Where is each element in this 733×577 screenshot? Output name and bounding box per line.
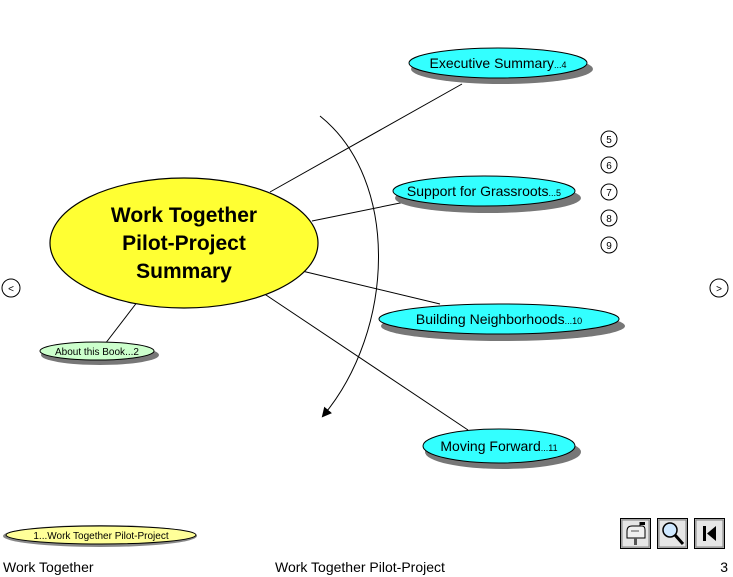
flow-arrow (319, 115, 379, 418)
branch-page-ref: ...11 (541, 443, 558, 453)
svg-text:9: 9 (606, 241, 612, 252)
connector-moving-forward (262, 292, 469, 431)
about-label: About this Book (55, 347, 126, 358)
svg-text:Support for Grassroots...5: Support for Grassroots...5 (407, 183, 561, 199)
svg-text:>: > (716, 284, 722, 295)
svg-text:Building Neighborhoods...10: Building Neighborhoods...10 (416, 311, 582, 327)
about-this-book-node[interactable]: About this Book...2 (39, 341, 159, 365)
previous-page-button[interactable]: < (1, 278, 21, 298)
branch-label: Support for Grassroots (407, 183, 549, 199)
footer-left-title: Work Together (3, 559, 94, 575)
branch-support-grassroots[interactable]: Support for Grassroots...5 (392, 175, 581, 213)
svg-text:Moving Forward...11: Moving Forward...11 (440, 438, 557, 454)
svg-text:6: 6 (606, 161, 612, 172)
first-page-button[interactable] (694, 518, 725, 549)
main-topic-line-2: Pilot-Project (122, 232, 246, 255)
branch-executive-summary[interactable]: Executive Summary...4 (408, 47, 593, 84)
branch-building-neighborhoods[interactable]: Building Neighborhoods...10 (378, 303, 625, 341)
svg-text:Executive Summary...4: Executive Summary...4 (430, 55, 567, 71)
next-page-button[interactable]: > (709, 278, 729, 298)
subpage-7-button[interactable]: 7 (600, 183, 618, 201)
branch-label: Executive Summary (430, 55, 554, 71)
breadcrumb-parent-node[interactable]: 1...Work Together Pilot-Project (3, 525, 197, 547)
svg-text:About this Book...2: About this Book...2 (55, 347, 139, 358)
svg-text:7: 7 (606, 188, 612, 199)
subpage-8-button[interactable]: 8 (600, 209, 618, 227)
main-topic-line-1: Work Together (111, 204, 257, 227)
main-topic-line-3: Summary (136, 260, 232, 283)
subpage-9-button[interactable]: 9 (600, 236, 618, 254)
first-page-icon (694, 518, 725, 549)
connector-neighborhoods (301, 270, 441, 305)
branch-label: Building Neighborhoods (416, 311, 565, 327)
connector-executive (269, 83, 463, 193)
svg-text:5: 5 (606, 135, 612, 146)
connector-grassroots (311, 201, 406, 222)
footer-page-number: 3 (720, 559, 728, 575)
branch-moving-forward[interactable]: Moving Forward...11 (422, 428, 581, 469)
branch-page-ref: ...4 (554, 60, 567, 70)
subpage-5-button[interactable]: 5 (600, 130, 618, 148)
branch-page-ref: ...5 (549, 188, 562, 198)
search-button[interactable] (657, 518, 688, 549)
subpage-6-button[interactable]: 6 (600, 156, 618, 174)
about-page-ref: ...2 (125, 347, 139, 358)
mailbox-icon (620, 518, 651, 549)
svg-text:<: < (8, 284, 14, 295)
connector-about (104, 300, 139, 345)
main-topic-node[interactable]: Work Together Pilot-Project Summary (49, 177, 319, 309)
branch-label: Moving Forward (440, 438, 540, 454)
branch-page-ref: ...10 (565, 316, 583, 326)
svg-text:1...Work Together Pilot-Projec: 1...Work Together Pilot-Project (33, 531, 168, 542)
svg-text:8: 8 (606, 214, 612, 225)
footer-center-title: Work Together Pilot-Project (275, 559, 445, 575)
mailbox-button[interactable] (620, 518, 651, 549)
magnifier-icon (657, 518, 688, 549)
